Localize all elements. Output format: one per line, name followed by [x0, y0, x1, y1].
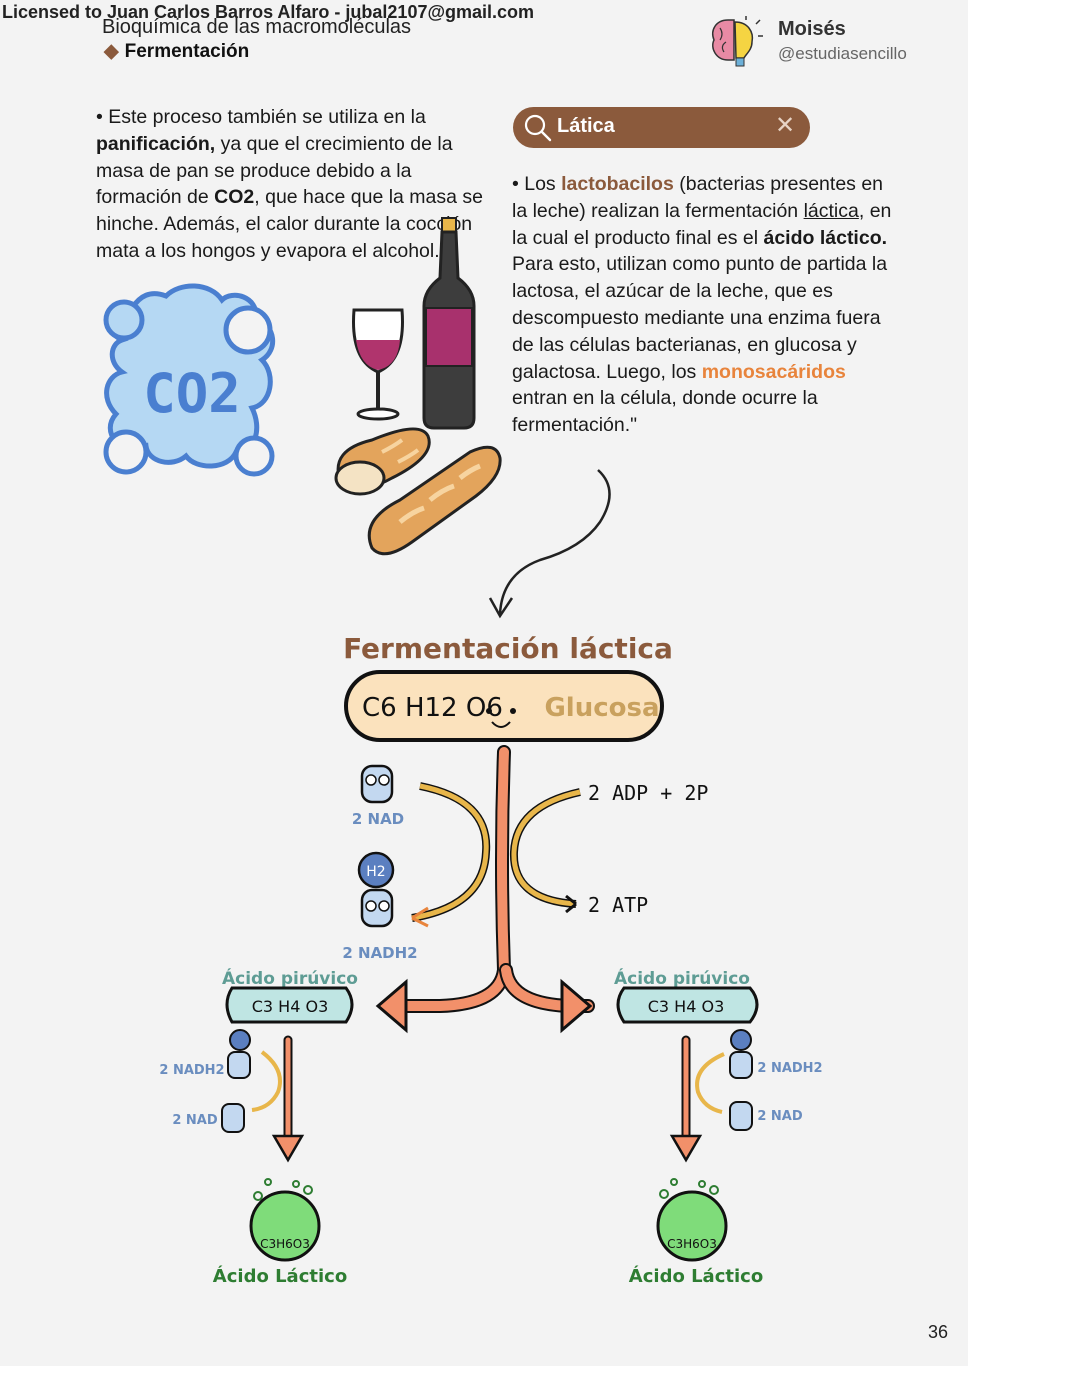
- highlight-term: monosacáridos: [701, 360, 846, 383]
- search-icon: [524, 114, 552, 142]
- left-nad-label: 2 NAD: [172, 1113, 218, 1128]
- pyruvic-right-formula: C3 H4 O3: [648, 997, 725, 1016]
- nadh2-small-left-icon: [227, 1029, 251, 1079]
- wine-bottle-icon: [422, 217, 476, 430]
- highlight-term: lactobacilos: [561, 173, 674, 195]
- co2-cloud-icon: CO2: [103, 283, 276, 477]
- section-label: Fermentación: [124, 41, 250, 62]
- lactic-formula-right: C3H6O3: [667, 1237, 717, 1251]
- nadh2-molecule-icon: H2: [357, 851, 395, 928]
- right-paragraph: • Los lactobacilos (bacterias presentes …: [512, 171, 892, 439]
- lactic-formula-left: C3H6O3: [260, 1237, 310, 1251]
- bread-loaf-icon: [334, 427, 431, 496]
- lactic-left-label: Ácido Láctico: [213, 1265, 347, 1287]
- pyruvic-right-capsule: C3 H4 O3: [616, 986, 759, 1024]
- nadh2-out-label: 2 NADH2: [342, 944, 417, 962]
- diagram-title: Fermentación láctica: [343, 632, 673, 665]
- illustration-layer: CO2 Fermentación láctica C6 H12 O6 Gluco…: [103, 217, 823, 1287]
- diamond-icon: ◆: [104, 41, 119, 62]
- text-run: ya que el crecimiento de la masa de pan …: [96, 132, 453, 209]
- underlined-term: láctica: [803, 199, 859, 222]
- right-nadh2-label: 2 NADH2: [757, 1061, 822, 1076]
- bold-text: ácido láctico.: [763, 226, 888, 249]
- glucose-formula: C6 H12 O6: [362, 693, 503, 723]
- lactic-acid-left-icon: C3H6O3: [249, 1178, 321, 1262]
- left-paragraph: • Este proceso también se utiliza en la …: [96, 104, 488, 265]
- adp-label: 2 ADP + 2P: [588, 781, 708, 805]
- text-run: • Este proceso también se utiliza en la: [96, 106, 426, 128]
- baguette-icon: [367, 445, 502, 556]
- text-run: entran en la célula, donde ocurre la fer…: [512, 387, 818, 437]
- text-run: , que hace que la masa se hinche. Además…: [96, 186, 484, 262]
- left-nadh2-label: 2 NADH2: [159, 1063, 224, 1078]
- page-number: 36: [928, 1322, 949, 1342]
- nad-in-label: 2 NAD: [352, 810, 404, 828]
- text-run: , en la cual el producto final es el: [512, 199, 892, 249]
- pyruvic-right-label: Ácido pirúvico: [614, 967, 750, 989]
- nad-molecule-icon: [360, 764, 394, 804]
- close-icon[interactable]: ✕: [775, 112, 796, 139]
- search-label: Lática: [557, 115, 615, 137]
- h2-label: H2: [366, 864, 385, 880]
- nad-small-right-icon: [729, 1101, 753, 1131]
- atp-label: 2 ATP: [588, 893, 648, 917]
- text-run: • Los: [512, 173, 562, 195]
- section-heading: ◆Fermentación: [104, 40, 249, 63]
- nadh2-small-right-icon: [729, 1029, 753, 1079]
- author-name: Moisés: [778, 18, 846, 40]
- pyruvic-left-capsule: C3 H4 O3: [225, 986, 354, 1024]
- search-pill[interactable]: Lática ✕: [513, 107, 810, 148]
- wine-glass-icon: [352, 308, 404, 421]
- text-run: Para esto, utilizan como punto de partid…: [512, 253, 888, 383]
- brain-bulb-logo-icon: [712, 16, 763, 67]
- co2-label: CO2: [143, 362, 241, 425]
- author-handle: @estudiasencillo: [778, 44, 907, 63]
- pyruvic-left-formula: C3 H4 O3: [252, 997, 329, 1016]
- right-nad-label: 2 NAD: [757, 1109, 803, 1124]
- document-title: Bioquímica de las macromoléculas: [102, 16, 412, 38]
- nad-small-left-icon: [221, 1103, 245, 1133]
- glucose-capsule: C6 H12 O6 Glucosa: [344, 670, 664, 742]
- text-run: (bacterias presentes en la leche) realiz…: [512, 173, 884, 222]
- bold-text: CO2: [214, 186, 255, 209]
- glucose-label: Glucosa: [544, 693, 659, 723]
- pyruvic-left-label: Ácido pirúvico: [222, 967, 358, 989]
- lactic-acid-right-icon: C3H6O3: [656, 1178, 728, 1262]
- lactic-right-label: Ácido Láctico: [629, 1265, 763, 1287]
- license-watermark: Licensed to Juan Carlos Barros Alfaro - …: [2, 2, 535, 22]
- bold-text: panificación,: [96, 132, 216, 155]
